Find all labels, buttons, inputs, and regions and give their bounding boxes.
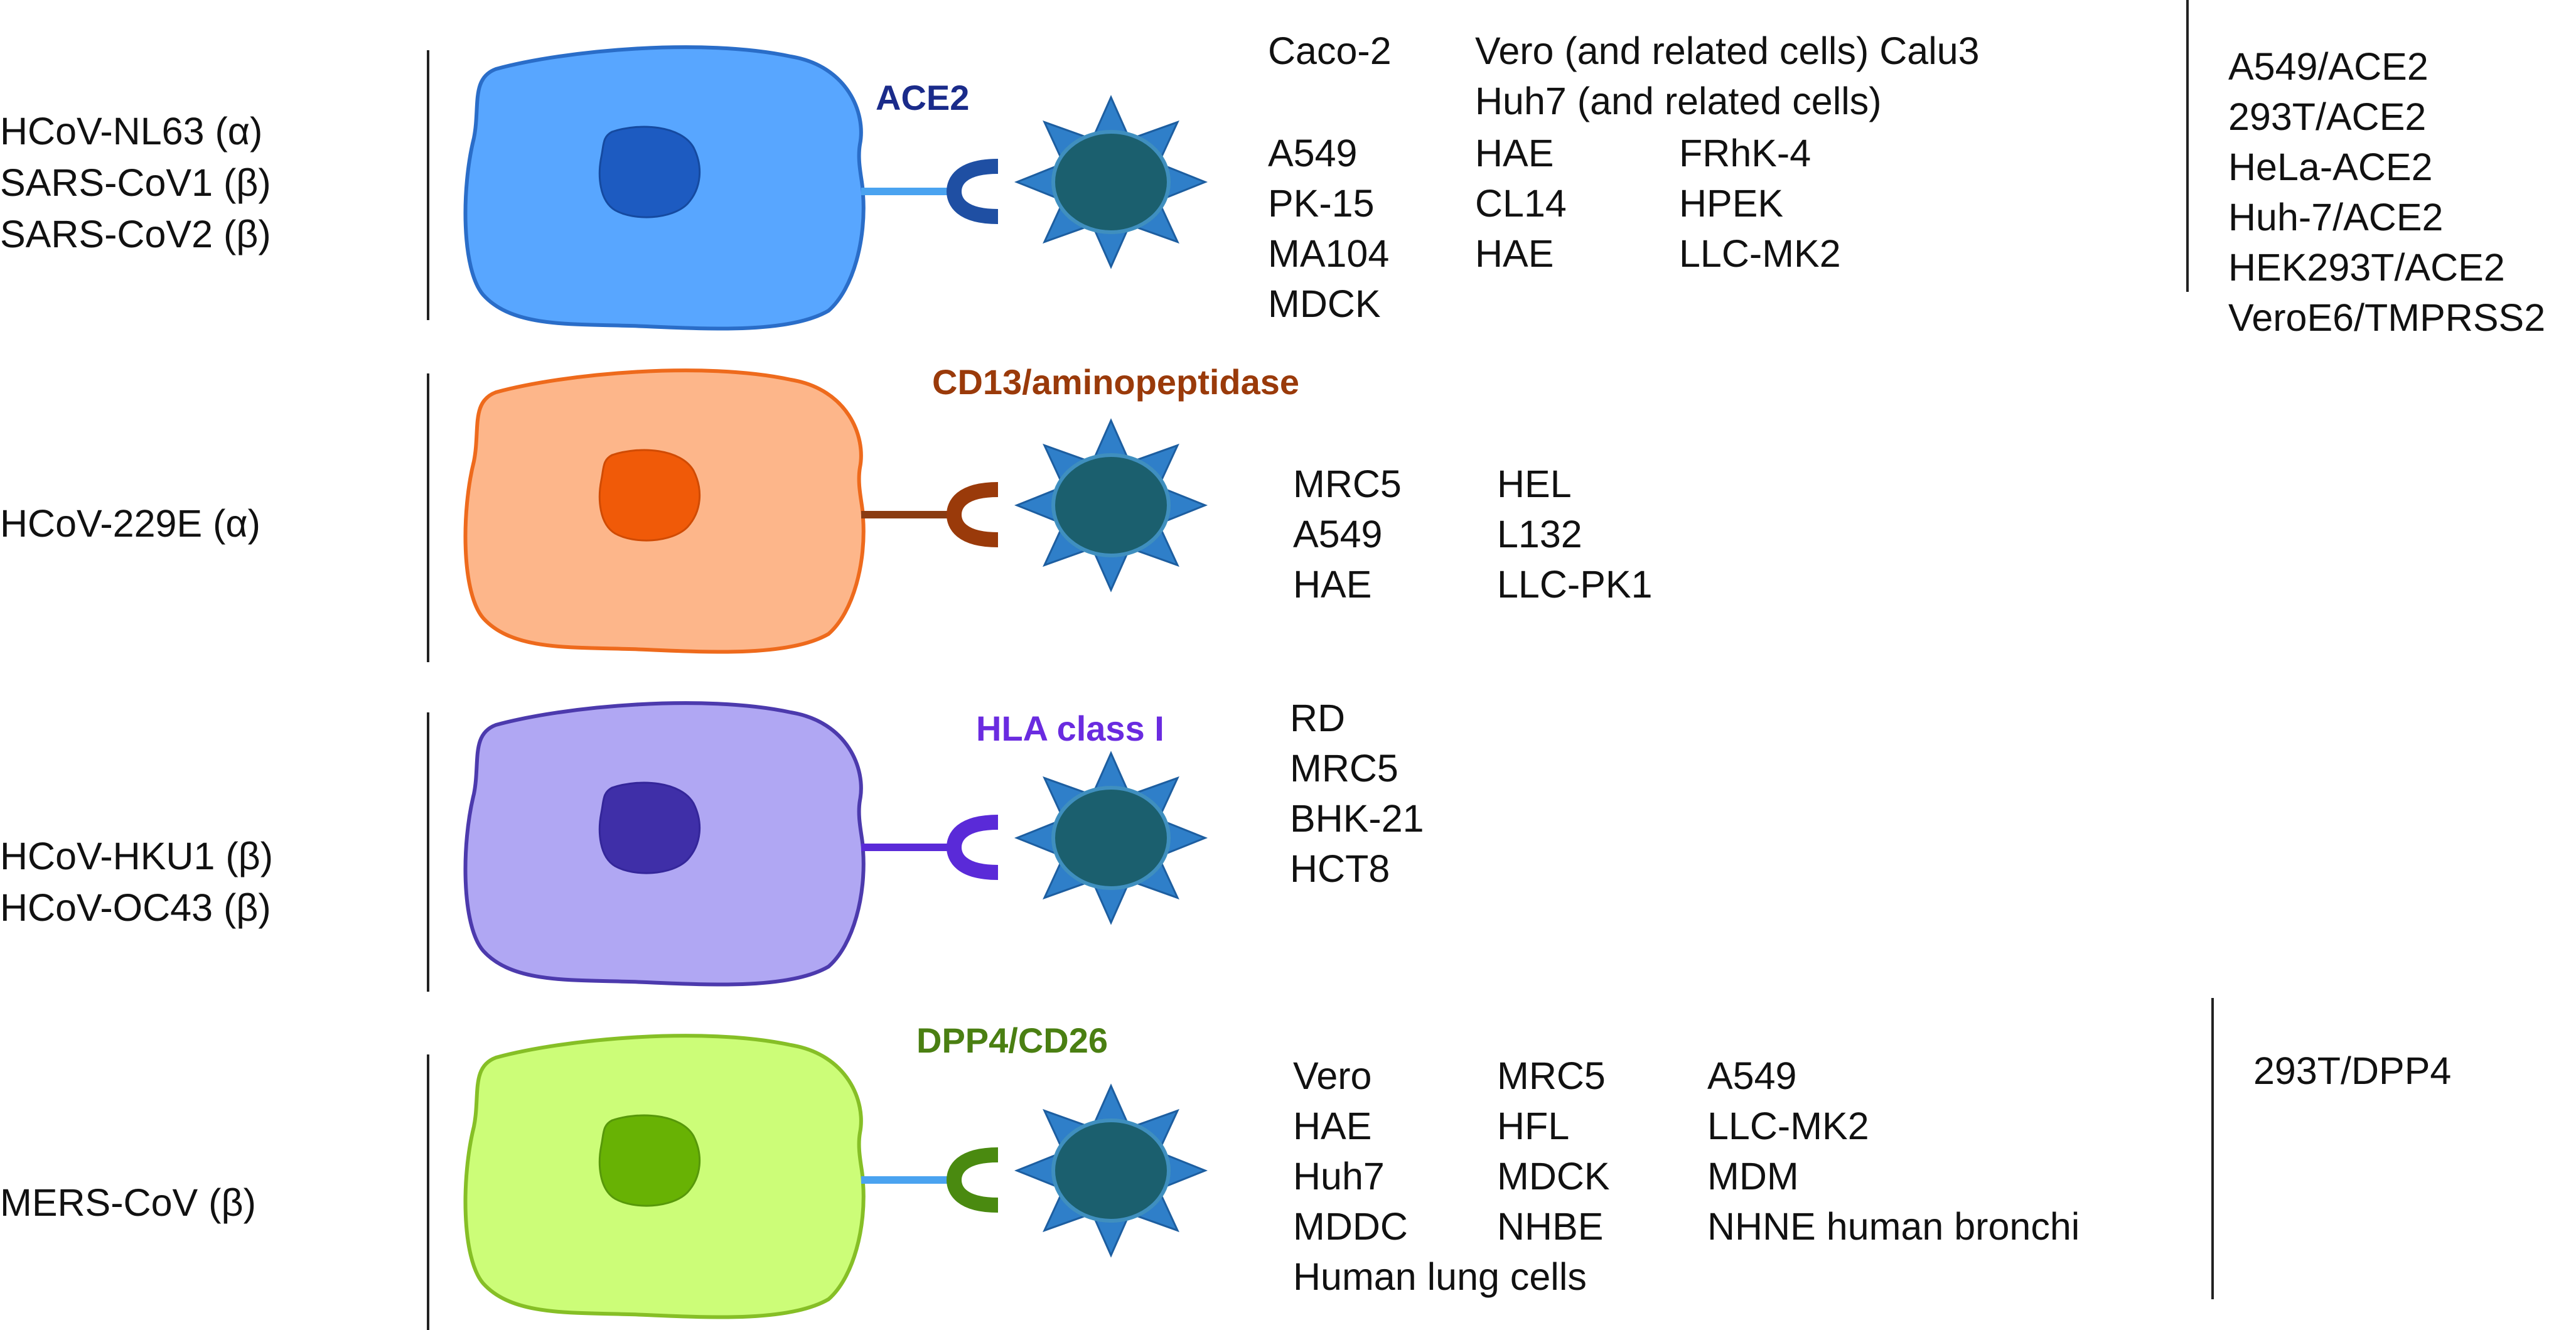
cell-line-name: MDM	[1707, 1155, 1799, 1198]
coronavirus-virion-icon	[1014, 751, 1208, 925]
cell-line-name: LLC-MK2	[1707, 1105, 1869, 1147]
virus-name: HCoV-OC43 (β)	[0, 886, 271, 929]
cell-line-name: PK-15	[1268, 182, 1375, 225]
cell-line-name: HCT8	[1290, 847, 1390, 890]
cell-line-name: Vero (and related cells) Calu3	[1475, 29, 1980, 72]
host-cell-icon	[463, 1034, 866, 1319]
virus-name: SARS-CoV2 (β)	[0, 213, 271, 255]
engineered-cell-line: 293T/ACE2	[2228, 95, 2426, 138]
cell-line-name: HAE	[1475, 132, 1554, 174]
virion-body	[1051, 453, 1171, 557]
coronavirus-virion-icon	[1014, 1083, 1208, 1258]
cell-line-name: NHNE human bronchi	[1707, 1205, 2080, 1248]
virus-name: HCoV-NL63 (α)	[0, 110, 262, 153]
host-cell-icon	[463, 368, 866, 654]
receptor-cup	[946, 482, 999, 547]
cell-line-name: CL14	[1475, 182, 1567, 225]
cell-line-name: BHK-21	[1290, 797, 1424, 840]
virion-body	[1051, 130, 1171, 234]
cell-line-name: HFL	[1497, 1105, 1569, 1147]
receptor-cup	[946, 1147, 999, 1213]
coronavirus-virion-icon	[1014, 418, 1208, 593]
engineered-cell-line: HeLa-ACE2	[2228, 146, 2433, 188]
cell-line-name: MDCK	[1268, 282, 1381, 325]
cell-line-name: Huh7 (and related cells)	[1475, 80, 1882, 122]
cell-line-name: MA104	[1268, 232, 1389, 275]
virus-name: HCoV-HKU1 (β)	[0, 835, 273, 877]
host-cell-icon	[463, 45, 866, 331]
cell-line-name: A549	[1293, 513, 1382, 555]
cell-line-name: HAE	[1293, 1105, 1371, 1147]
cell-nucleus	[598, 126, 701, 218]
cell-line-name: A549	[1707, 1054, 1796, 1097]
receptor-label: CD13/aminopeptidase	[932, 362, 1299, 402]
cell-line-name: LLC-PK1	[1497, 563, 1653, 606]
cell-line-name: MRC5	[1290, 747, 1398, 790]
virus-receptor-row: HCoV-HKU1 (β) HCoV-OC43 (β) HLA class I RD M…	[0, 697, 1424, 992]
cell-line-name: Vero	[1293, 1054, 1372, 1097]
virion-body	[1051, 786, 1171, 890]
receptor-label: HLA class I	[976, 709, 1164, 748]
cell-line-name: HPEK	[1679, 182, 1783, 225]
engineered-cell-line: A549/ACE2	[2228, 45, 2428, 88]
cell-line-name: MRC5	[1293, 463, 1402, 505]
virus-receptor-row: HCoV-NL63 (α) SARS-CoV1 (β) SARS-CoV2 (β) A…	[0, 0, 2545, 339]
receptor-label: DPP4/CD26	[916, 1021, 1108, 1060]
receptor-label: ACE2	[876, 78, 969, 117]
virus-name: HCoV-229E (α)	[0, 502, 260, 545]
receptor-cup	[946, 815, 999, 880]
cell-nucleus	[598, 449, 701, 542]
engineered-cell-line: VeroE6/TMPRSS2	[2228, 296, 2545, 339]
cell-line-name: FRhK-4	[1679, 132, 1811, 174]
cell-nucleus	[598, 1114, 701, 1207]
cell-line-name: Caco-2	[1268, 29, 1392, 72]
host-cell-icon	[463, 701, 866, 987]
cell-line-name: MDDC	[1293, 1205, 1408, 1248]
cell-line-name: Huh7	[1293, 1155, 1385, 1198]
receptor-cup	[946, 159, 999, 224]
cell-nucleus	[598, 781, 701, 874]
cell-line-name: Human lung cells	[1293, 1255, 1587, 1298]
cell-line-name: MRC5	[1497, 1054, 1606, 1097]
virus-name: SARS-CoV1 (β)	[0, 161, 271, 204]
virus-name: MERS-CoV (β)	[0, 1181, 256, 1224]
cell-line-name: RD	[1290, 697, 1345, 739]
cell-line-name: L132	[1497, 513, 1582, 555]
cell-line-name: LLC-MK2	[1679, 232, 1841, 275]
cell-line-name: MDCK	[1497, 1155, 1610, 1198]
cell-line-name: NHBE	[1497, 1205, 1603, 1248]
coronavirus-virion-icon	[1014, 95, 1208, 269]
cell-line-name: HAE	[1475, 232, 1554, 275]
cell-line-name: HAE	[1293, 563, 1371, 606]
engineered-cell-line: Huh-7/ACE2	[2228, 196, 2443, 239]
virion-body	[1051, 1118, 1171, 1223]
cell-line-name: HEL	[1497, 463, 1572, 505]
cell-line-name: A549	[1268, 132, 1357, 174]
engineered-cell-line: 293T/DPP4	[2253, 1049, 2451, 1092]
engineered-cell-line: HEK293T/ACE2	[2228, 246, 2505, 289]
